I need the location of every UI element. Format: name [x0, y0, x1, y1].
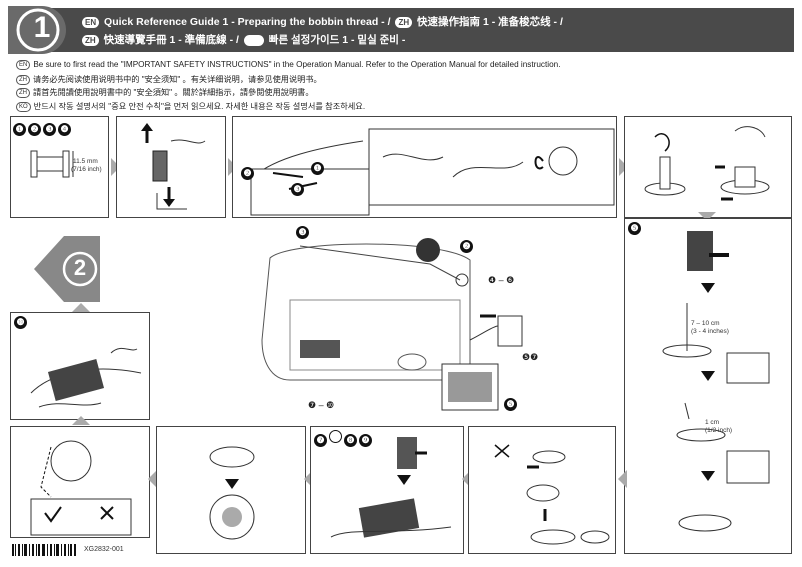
bobbin-height-mm: 11.5 mm	[73, 158, 98, 165]
lang-badge-ko	[243, 34, 264, 46]
logo-circle-icon	[16, 8, 60, 52]
step-7-badge: ❼	[314, 434, 327, 447]
callout-2: ❷	[241, 167, 254, 180]
step-3-badge: ❸	[43, 123, 56, 136]
title-ko: 빠른 설정가이드 1 - 밑실 준비 -	[268, 34, 406, 46]
step-1-badge: ❶	[13, 123, 26, 136]
flow-arrow-up-icon	[72, 416, 90, 425]
spool-pin-illustration-icon	[141, 123, 206, 210]
note-badge: EN	[16, 60, 31, 70]
panel-step-10: ❿	[10, 312, 150, 420]
note-text: 请务必先阅读使用说明书中的 "安全须知" 。有关详细说明，请参见使用说明书。	[33, 75, 322, 84]
step-9-badge: ❾	[359, 434, 372, 447]
callout-5: ❺	[504, 398, 517, 411]
panel-bobbin-insert	[156, 426, 306, 554]
flow-arrow-down-icon	[698, 212, 716, 221]
guide-logo	[8, 6, 66, 54]
bobbin-cover-illustration-icon	[330, 437, 452, 538]
note-badge: ZH	[16, 74, 30, 85]
note-text: Be sure to first read the "IMPORTANT SAF…	[33, 60, 561, 70]
step-8-badge: ❽	[344, 434, 357, 447]
bobbin-insert-illustration-icon	[209, 446, 255, 540]
callout-1: ❶	[311, 162, 324, 175]
step-4-badge: ❹	[58, 123, 71, 136]
panel-bobbin-case	[10, 426, 150, 538]
machine-top-threading-icon	[250, 128, 615, 216]
panel-bobbin-winder	[624, 116, 792, 218]
thread-pull-illustration-icon	[30, 347, 142, 408]
bobbin-height-inch: (7/16 inch)	[71, 166, 102, 173]
panel-spool-pin	[116, 116, 226, 218]
barcode-icon	[12, 544, 76, 556]
document-code: XG2832-001	[84, 546, 124, 553]
flow-arrow-left-icon	[618, 470, 627, 488]
note-badge: KO	[16, 101, 31, 112]
header-bar	[8, 8, 794, 52]
panel-threading-top: ❶ ❷ ❸	[232, 116, 617, 218]
flow-arrow-left-icon	[462, 470, 471, 488]
step-10-badge: ❿	[14, 316, 27, 329]
bobbin-case-illustration-icon	[30, 440, 132, 536]
bobbin-winding-steps-icon	[662, 231, 770, 532]
note-text: 반드시 작동 설명서의 "중요 안전 수칙"을 먼저 읽으세요. 자세한 내용은…	[33, 102, 366, 111]
bobbin-side-icon	[30, 150, 74, 178]
flow-arrow-right-icon	[111, 158, 120, 176]
bobbin-winder-illustration-icon	[644, 126, 770, 201]
lang-badge-zh2: ZH	[82, 34, 99, 46]
title-zh2: 快速導覽手冊 1 - 準備底線 - /	[103, 34, 239, 46]
header-line-1: EN Quick Reference Guide 1 - Preparing t…	[80, 14, 563, 29]
panel-thread-cut	[468, 426, 616, 554]
chevron-logo-icon	[34, 236, 100, 302]
note-badge: ZH	[16, 87, 30, 98]
callout-5-7: ❺❼	[522, 352, 539, 362]
measure-half-inch: (1/2 inch)	[705, 427, 733, 434]
flow-arrow-left-icon	[304, 470, 313, 488]
callout-3: ❸	[296, 226, 309, 239]
panel-step-5: ❺ 7 – 10 cm (3 - 4 inches) 1 cm (1/2 inc…	[624, 218, 792, 554]
measure-7-10cm: 7 – 10 cm	[691, 320, 720, 327]
measure-3-4in: (3 - 4 inches)	[691, 328, 729, 335]
measure-1cm: 1 cm	[705, 419, 720, 426]
logo-number: 1	[33, 11, 51, 44]
callout-4-6: ❹ – ❻	[488, 275, 515, 285]
title-zh: 快速操作指南 1 - 准备梭芯线 - /	[417, 16, 563, 28]
flow-arrow-up-icon	[72, 303, 90, 312]
title-en: Quick Reference Guide 1 - Preparing the …	[104, 16, 391, 28]
header-line-2: ZH 快速導覽手冊 1 - 準備底線 - / 빠른 설정가이드 1 - 밑실 준…	[80, 32, 405, 47]
lang-badge-en: EN	[82, 16, 100, 28]
flow-arrow-left-icon	[148, 470, 157, 488]
flow-arrow-right-icon	[619, 158, 628, 176]
section-2-logo: 2	[34, 236, 100, 302]
callout-2: ❷	[460, 240, 473, 253]
step-5-badge: ❺	[628, 222, 641, 235]
callout-7-10: ❼ – ❿	[308, 400, 335, 410]
step-8-placeholder	[329, 430, 342, 443]
thread-cut-illustration-icon	[494, 444, 610, 545]
lang-badge-zh: ZH	[395, 16, 413, 28]
note-text: 請首先閱讀使用說明書中的 "安全須知" 。關於詳細指示，請參閱使用說明書。	[33, 88, 314, 97]
step-2-badge: ❷	[28, 123, 41, 136]
section-2-number: 2	[73, 255, 87, 280]
callout-3: ❸	[291, 183, 304, 196]
